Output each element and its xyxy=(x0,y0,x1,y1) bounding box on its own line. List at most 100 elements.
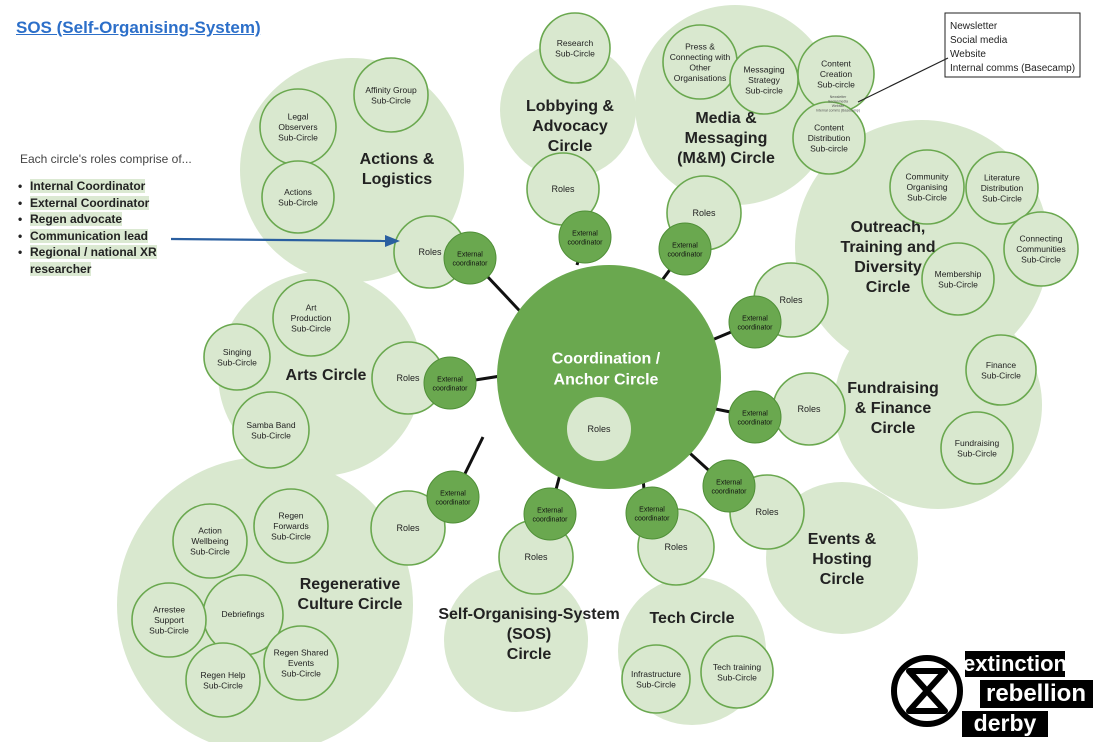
events-coordinator xyxy=(702,459,756,513)
tech-title: Tech Circle xyxy=(649,610,734,627)
sos-circle xyxy=(444,568,588,712)
regen-coordinator xyxy=(426,470,480,524)
logo-bar-1 xyxy=(965,651,1065,677)
page-title: SOS (Self-Organising-System) xyxy=(16,18,261,37)
regen-roles-label: Roles xyxy=(396,523,420,533)
outreach-sub-literature xyxy=(965,151,1039,225)
mini-callout-line: Website xyxy=(832,104,845,108)
blue-arrow-shaft xyxy=(170,237,389,243)
outreach-roles-label: Roles xyxy=(779,295,803,305)
arts-sub-singing xyxy=(203,323,271,391)
list-item: External Coordinator xyxy=(18,195,188,212)
tech-roles-label: Roles xyxy=(664,542,688,552)
regen-sub-help xyxy=(185,642,261,718)
actions-coordinator xyxy=(443,231,497,285)
tech-sub-infrastructure xyxy=(621,644,691,714)
roles-intro-text: Each circle's roles comprise of... xyxy=(20,152,192,166)
callout-line: Newsletter xyxy=(950,21,998,32)
list-item: Communication lead xyxy=(18,228,188,245)
lobbying-roles-label: Roles xyxy=(551,184,575,194)
callout-line: Social media xyxy=(950,35,1008,46)
lobbying-coordinator xyxy=(558,210,612,264)
actions-sub-actions xyxy=(261,160,335,234)
sos-title: Self-Organising-System(SOS)Circle xyxy=(438,606,619,663)
list-item: Regen advocate xyxy=(18,211,188,228)
anchor-roles-label: Roles xyxy=(587,424,611,434)
fundraising-sub-finance xyxy=(965,334,1037,406)
fundraising-sub-fundraising xyxy=(940,411,1014,485)
arts-sub-samba xyxy=(232,391,310,469)
outreach-coordinator xyxy=(728,295,782,349)
sos-coordinator xyxy=(523,487,577,541)
lobbying-circle xyxy=(500,42,636,178)
arts-sub-production xyxy=(272,279,350,357)
list-item: Internal Coordinator xyxy=(18,178,188,195)
media-circle xyxy=(635,5,835,205)
anchor-circle xyxy=(497,265,721,489)
actions-sub-affinity xyxy=(353,57,429,133)
media-coordinator xyxy=(658,222,712,276)
callout-box xyxy=(944,12,1081,78)
events-roles-label: Roles xyxy=(755,507,779,517)
media-roles-label: Roles xyxy=(692,208,716,218)
events-circle xyxy=(766,482,918,634)
lobbying-sub-research xyxy=(539,12,611,84)
sos-roles-label: Roles xyxy=(524,552,548,562)
arts-coordinator xyxy=(423,356,477,410)
regen-sub-action-wellbeing xyxy=(172,503,248,579)
tech-coordinator xyxy=(625,486,679,540)
actions-roles-label: Roles xyxy=(418,247,442,257)
outreach-sub-community xyxy=(889,149,965,225)
arts-title: Arts Circle xyxy=(286,367,367,384)
anchor-roles-circle xyxy=(567,397,631,461)
logo-text-3: derby xyxy=(974,710,1037,736)
logo-bar-2 xyxy=(980,680,1093,708)
anchor-title: Coordination /Anchor Circle xyxy=(552,351,661,389)
regen-sub-shared-events xyxy=(263,625,339,701)
media-sub-content-distribution xyxy=(792,101,866,175)
blue-arrow-head xyxy=(385,235,400,247)
logo-bar-3 xyxy=(962,711,1048,737)
mini-callout-line: Internal comms (Basecamp) xyxy=(816,109,860,113)
fundraising-roles-label: Roles xyxy=(797,404,821,414)
outreach-sub-membership xyxy=(921,242,995,316)
callout-pointer xyxy=(857,57,949,103)
mini-callout-line: Social media xyxy=(828,100,848,104)
logo-text-1: extinction xyxy=(963,651,1067,676)
outreach-sub-connecting xyxy=(1003,211,1079,287)
hourglass-icon xyxy=(906,668,948,714)
